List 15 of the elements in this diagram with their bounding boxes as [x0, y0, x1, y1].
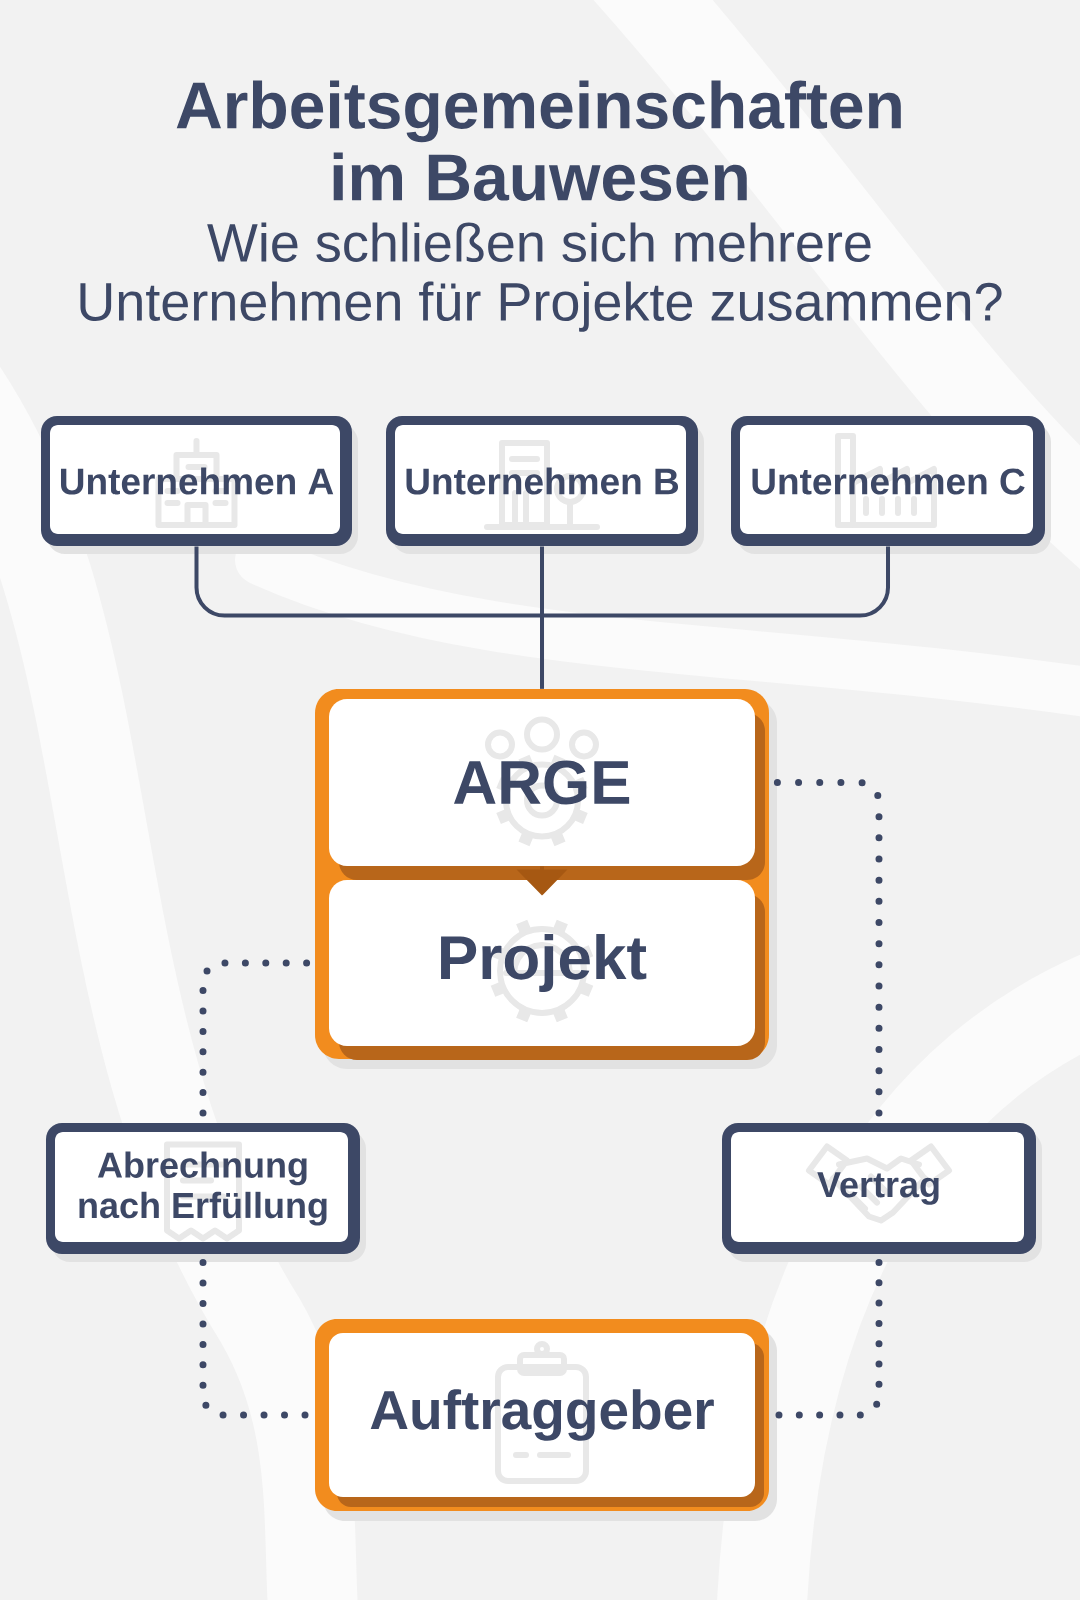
company-box: Unternehmen C — [731, 416, 1051, 554]
client-box: Auftraggeber — [315, 1319, 777, 1521]
contract-box: Vertrag — [722, 1123, 1042, 1262]
dotted-line — [773, 1258, 883, 1419]
project-box: Projekt — [329, 880, 765, 1060]
dotted-line — [773, 779, 883, 1119]
billing-box: Abrechnung nach Erfüllung — [46, 1123, 366, 1262]
dotted-line — [199, 1258, 311, 1419]
dotted-line — [199, 959, 311, 1119]
subtitle: Wie schließen sich mehrere Unternehmen für Projekte zusammen? — [80, 222, 1002, 332]
title: Arbeitsgemeinschaften im Bauwesen — [176, 80, 901, 201]
connector-line — [540, 546, 890, 689]
company-box: Unternehmen A — [41, 416, 358, 554]
arge-box: ARGE — [329, 699, 765, 880]
company-box: Unternehmen B — [386, 416, 704, 554]
